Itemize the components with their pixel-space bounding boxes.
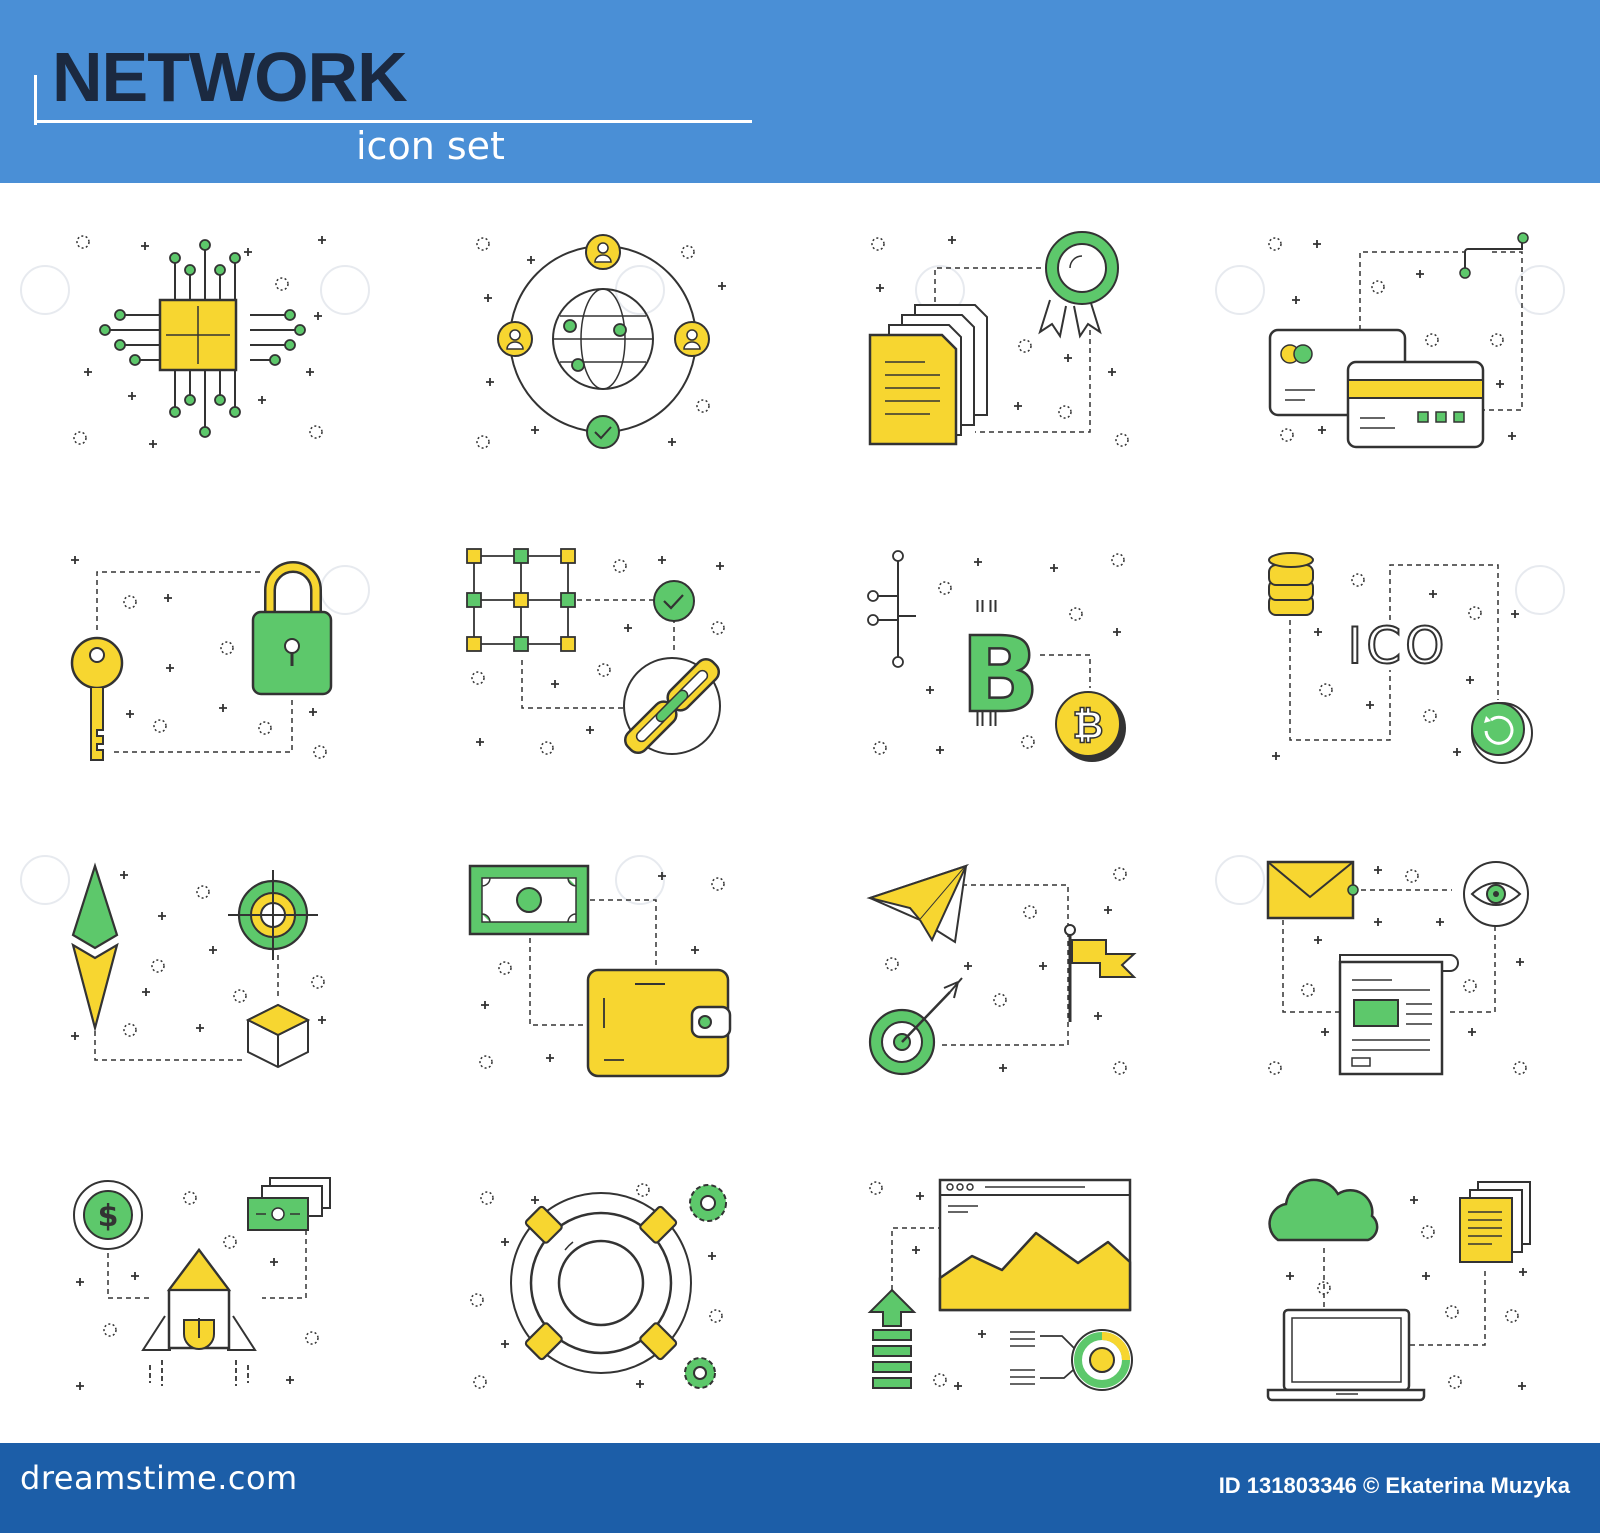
credit-cards-icon xyxy=(1268,232,1529,449)
processor-chip-icon xyxy=(73,235,327,449)
header-banner: NETWORK icon set xyxy=(0,0,1600,183)
footer-credit: ID 131803346 © Ekaterina Muzyka xyxy=(1218,1473,1570,1498)
ethereum-target-cube-icon xyxy=(70,862,327,1069)
icon-grid-canvas: B ₿ ICO xyxy=(20,231,1565,1402)
mail-newsletter-eye-icon xyxy=(1266,860,1529,1076)
ico-label: ICO xyxy=(1347,617,1448,675)
title-divider xyxy=(34,120,752,123)
blockchain-link-icon xyxy=(466,548,725,755)
money-wallet-icon xyxy=(468,864,732,1078)
key-padlock-icon xyxy=(70,555,333,761)
startup-rocket-dollar-icon: $ xyxy=(73,1177,331,1391)
footer-bar: dreamstime.com ID 131803346 © Ekaterina … xyxy=(0,1443,1600,1533)
documents-certificate-icon xyxy=(868,231,1129,447)
icon-grid: B ₿ ICO xyxy=(0,183,1600,1443)
title-divider-vertical xyxy=(34,75,37,125)
watermark-swirls xyxy=(20,265,1565,905)
browser-chart-growth-icon xyxy=(867,1178,1133,1391)
footer-logo[interactable]: dreamstime.com xyxy=(20,1459,298,1497)
bitcoin-letter: B xyxy=(960,614,1039,736)
cloud-laptop-documents-icon xyxy=(1266,1178,1531,1402)
page-subtitle: icon set xyxy=(356,124,505,168)
bitcoin-icon: B ₿ xyxy=(867,550,1126,762)
global-network-users-icon xyxy=(476,234,727,449)
page-title: NETWORK xyxy=(52,38,408,116)
ico-coins-icon: ICO xyxy=(1268,552,1533,764)
paper-plane-goal-icon xyxy=(866,863,1137,1076)
lifebuoy-support-icon xyxy=(470,1183,727,1389)
svg-text:₿: ₿ xyxy=(1073,703,1104,747)
dollar-sign: $ xyxy=(98,1199,119,1234)
